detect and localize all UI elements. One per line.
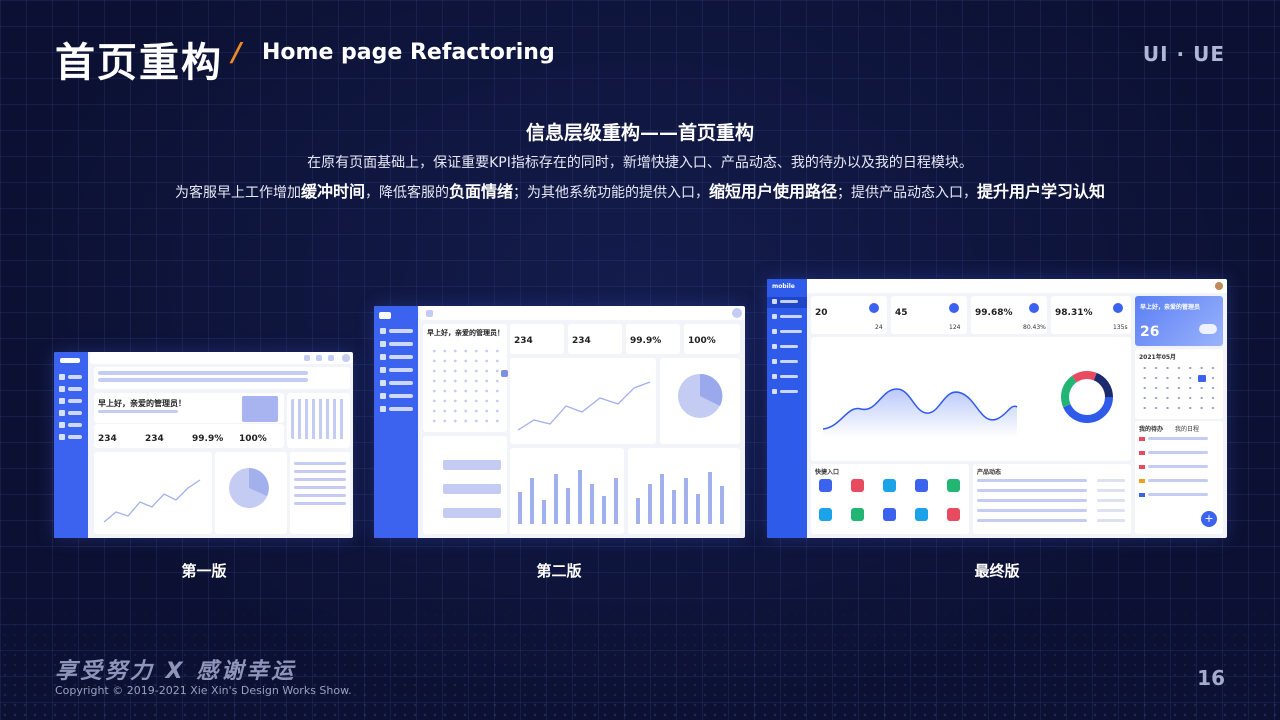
pie-chart-placeholder (678, 373, 723, 418)
kpi-sub: 124 (949, 324, 961, 331)
kpi-value: 99.9% (630, 336, 662, 346)
description-line-2: 为客服早上工作增加缓冲时间，降低客服的负面情绪；为其他系统功能的提供入口，缩短用… (0, 178, 1280, 202)
kpi-sub: 80.43% (1023, 324, 1046, 331)
calendar-month: 2021年05月 (1139, 354, 1177, 361)
greeting-text: 早上好，亲爱的管理员 (1140, 304, 1201, 311)
page-subtitle: Home page Refactoring (262, 40, 555, 65)
page-title: 首页重构 (55, 40, 223, 86)
mockup-sidebar (54, 352, 88, 538)
bar-chart-placeholder (518, 470, 618, 524)
mockup-version-2: 早上好，亲爱的管理员！ 234 234 99.9% 100% (374, 306, 745, 538)
page-number: 16 (1197, 666, 1225, 690)
mockup-sidebar: mobile (767, 279, 807, 538)
kpi-value: 98.31% (1055, 308, 1093, 318)
mockup-sidebar (374, 306, 418, 538)
kpi-value: 234 (98, 434, 117, 444)
desc-highlight: 缩短用户使用路径 (709, 182, 838, 201)
kpi-value: 234 (145, 434, 164, 444)
pie-chart-placeholder (229, 468, 269, 508)
title-separator: / (232, 38, 242, 68)
quick-entry-title: 快捷入口 (815, 469, 840, 476)
kpi-value: 100% (239, 434, 267, 444)
kpi-value: 45 (895, 308, 908, 318)
brand-mark: UI · UE (1142, 42, 1225, 66)
calendar-tab[interactable]: 我的日程 (1175, 426, 1200, 433)
kpi-value: 99.9% (192, 434, 224, 444)
footer-slogan: 享受努力 X 感谢幸运 (55, 659, 297, 684)
label-final-version: 最终版 (974, 562, 1020, 580)
bar-chart-placeholder (636, 472, 724, 524)
line-chart-placeholder (517, 381, 651, 431)
kpi-value: 99.68% (975, 308, 1013, 318)
footer-copyright: Copyright © 2019-2021 Xie Xin's Design W… (55, 684, 352, 697)
description-line-1: 在原有页面基础上，保证重要KPI指标存在的同时，新增快捷入口、产品动态、我的待办… (307, 155, 973, 171)
kpi-sub: 24 (875, 324, 883, 331)
mockup-final-version: mobile 20 24 45 124 99.68% 80.43% 98.31% 135… (767, 279, 1227, 538)
desc-highlight: 缓冲时间 (300, 182, 365, 201)
kpi-sub: 135s (1113, 324, 1128, 331)
desc-text: ；为其他系统功能的提供入口， (513, 185, 709, 201)
product-news-title: 产品动态 (977, 469, 1002, 476)
todo-title: 我的待办 (1139, 426, 1164, 433)
desc-highlight: 负面情绪 (448, 182, 513, 201)
line-chart-placeholder (103, 479, 201, 523)
greeting-text: 早上好，亲爱的管理员！ (98, 399, 186, 408)
kpi-value: 100% (688, 336, 716, 346)
desc-text: ，降低客服的 (364, 185, 449, 201)
mockup-version-1: 早上好，亲爱的管理员！ 234 234 99.9% 100% (54, 352, 353, 538)
desc-text: ；提供产品动态入口， (837, 185, 978, 201)
greeting-text: 早上好，亲爱的管理员！ (427, 329, 504, 337)
date-big: 26 (1140, 324, 1160, 340)
mockup-logo: mobile (772, 283, 795, 290)
kpi-value: 234 (572, 336, 591, 346)
section-heading: 信息层级重构——首页重构 (525, 122, 754, 144)
label-version-1: 第一版 (181, 562, 227, 580)
kpi-value: 20 (815, 308, 828, 318)
area-line-chart (822, 371, 1113, 437)
label-version-2: 第二版 (536, 562, 582, 580)
desc-highlight: 提升用户学习认知 (977, 182, 1106, 201)
add-todo-button[interactable]: + (1201, 511, 1217, 527)
kpi-value: 234 (514, 336, 533, 346)
desc-text: 为客服早上工作增加 (174, 185, 301, 201)
